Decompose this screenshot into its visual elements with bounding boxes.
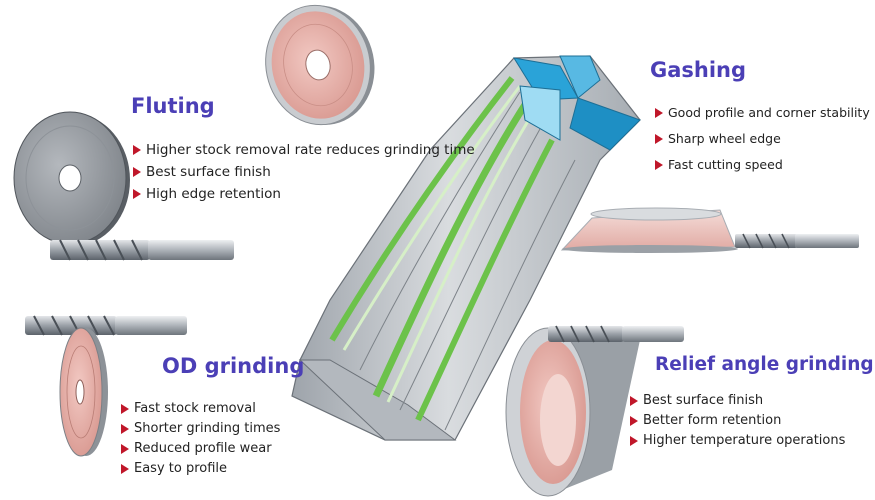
- relief-angle-title: Relief angle grinding: [655, 354, 874, 375]
- list-item: Fast cutting speed: [655, 152, 870, 178]
- list-item: Sharp wheel edge: [655, 126, 870, 152]
- list-item: Reduced profile wear: [121, 439, 280, 459]
- fluting-end-mill: [50, 239, 234, 261]
- fluting-title: Fluting: [131, 94, 215, 118]
- od-grinding-end-mill: [25, 315, 187, 336]
- red-triangle-bullet-icon: [133, 189, 141, 199]
- list-item: Best surface finish: [133, 161, 475, 183]
- relief-end-mill: [548, 325, 684, 343]
- red-triangle-bullet-icon: [121, 404, 129, 414]
- red-triangle-bullet-icon: [121, 424, 129, 434]
- list-item: Fast stock removal: [121, 399, 280, 419]
- od-grinding-benefits-list: Fast stock removal Shorter grinding time…: [121, 399, 280, 479]
- red-triangle-bullet-icon: [630, 436, 638, 446]
- red-triangle-bullet-icon: [655, 108, 663, 118]
- gashing-wheel-top: [265, 4, 375, 126]
- gashing-wheel-side: [560, 207, 738, 253]
- fluting-wheel: [13, 111, 130, 246]
- list-item: Easy to profile: [121, 459, 280, 479]
- red-triangle-bullet-icon: [121, 464, 129, 474]
- od-grinding-title: OD grinding: [162, 354, 305, 378]
- red-triangle-bullet-icon: [133, 145, 141, 155]
- gashing-benefits-list: Good profile and corner stability Sharp …: [655, 100, 870, 178]
- gashing-title: Gashing: [650, 58, 747, 82]
- list-item: Best surface finish: [630, 391, 845, 411]
- relief-angle-benefits-list: Best surface finish Better form retentio…: [630, 391, 845, 451]
- list-item: Shorter grinding times: [121, 419, 280, 439]
- od-grinding-wheel: [59, 327, 108, 457]
- list-item: Good profile and corner stability: [655, 100, 870, 126]
- red-triangle-bullet-icon: [655, 160, 663, 170]
- list-item: Higher temperature operations: [630, 431, 845, 451]
- red-triangle-bullet-icon: [133, 167, 141, 177]
- list-item: Better form retention: [630, 411, 845, 431]
- relief-angle-wheel: [505, 327, 640, 497]
- red-triangle-bullet-icon: [630, 396, 638, 406]
- red-triangle-bullet-icon: [121, 444, 129, 454]
- list-item: Higher stock removal rate reduces grindi…: [133, 139, 475, 161]
- red-triangle-bullet-icon: [630, 416, 638, 426]
- gashing-end-mill: [735, 233, 859, 249]
- red-triangle-bullet-icon: [655, 134, 663, 144]
- fluting-benefits-list: Higher stock removal rate reduces grindi…: [133, 139, 475, 205]
- list-item: High edge retention: [133, 183, 475, 205]
- central-end-mill: [291, 55, 641, 441]
